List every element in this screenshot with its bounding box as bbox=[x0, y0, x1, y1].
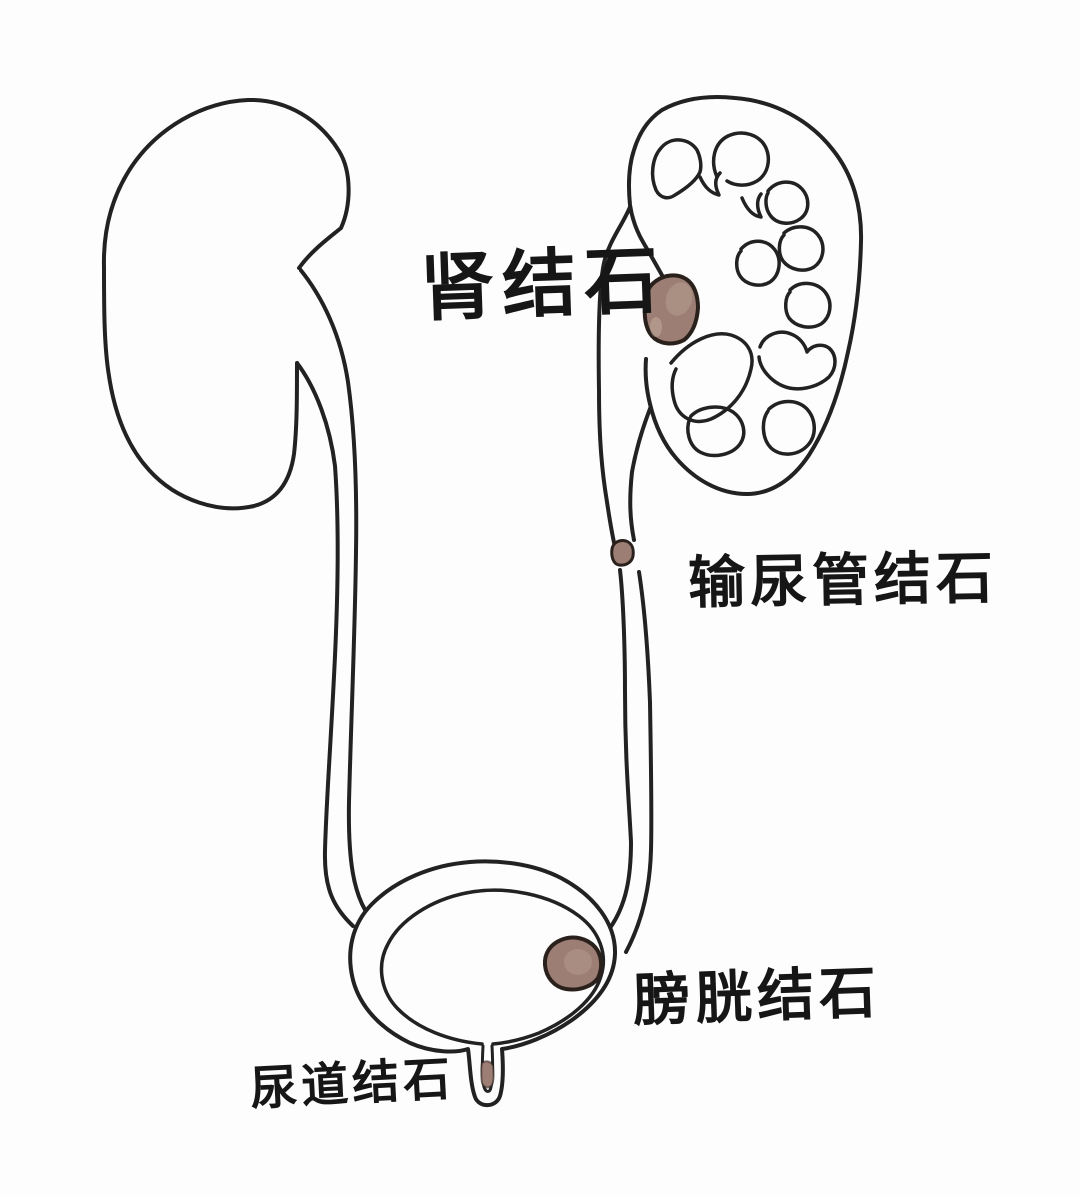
labels: 肾结石 输尿管结石 膀胱结石 尿道结石 bbox=[249, 237, 999, 1117]
kidney-stone-highlight bbox=[650, 317, 662, 337]
ureter-stone-label: 输尿管结石 bbox=[688, 545, 999, 616]
calyx-pinch bbox=[698, 171, 722, 197]
left-kidney-outline bbox=[101, 97, 351, 511]
kidney-stone-highlight bbox=[665, 282, 693, 316]
bladder bbox=[348, 859, 618, 1108]
calyx-lobe bbox=[735, 239, 781, 287]
left-ureter bbox=[295, 266, 371, 928]
left-ureter-inner-wall bbox=[295, 361, 355, 928]
right-ureter-outer-wall-lower bbox=[608, 568, 633, 930]
renal-pelvis-loop bbox=[669, 332, 754, 424]
right-kidney bbox=[627, 95, 864, 496]
urethra-stone-label: 尿道结石 bbox=[249, 1051, 456, 1117]
calyx-lobe bbox=[686, 405, 746, 458]
kidney-stone bbox=[642, 273, 700, 346]
left-ureter-outer-wall bbox=[297, 266, 371, 918]
calyx-lobe bbox=[757, 330, 837, 391]
bladder-inner-wall bbox=[379, 888, 606, 1046]
bladder-outer-wall bbox=[348, 859, 618, 1108]
kidney-stone-label: 肾结石 bbox=[419, 237, 668, 332]
bladder-stone bbox=[542, 935, 604, 992]
calyx-lobe bbox=[650, 138, 703, 200]
bladder-stone-highlight bbox=[564, 949, 592, 975]
calyx-lobe bbox=[777, 225, 825, 272]
bladder-stone-label: 膀胱结石 bbox=[632, 960, 882, 1035]
calyx-lobe bbox=[784, 281, 832, 329]
calyx-pinch bbox=[740, 192, 763, 219]
right-kidney-outline bbox=[627, 95, 864, 496]
calyx-lobe bbox=[764, 180, 810, 225]
calyx-lobe bbox=[761, 399, 816, 456]
right-ureter-outer-wall bbox=[596, 205, 632, 549]
renal-calyces bbox=[650, 131, 837, 458]
right-ureter-inner-wall-lower bbox=[624, 570, 654, 954]
calyx-lobe bbox=[711, 131, 770, 187]
ureter-stone-shape bbox=[610, 539, 635, 567]
left-kidney bbox=[101, 97, 351, 511]
urethra-stone-shape bbox=[480, 1060, 495, 1089]
